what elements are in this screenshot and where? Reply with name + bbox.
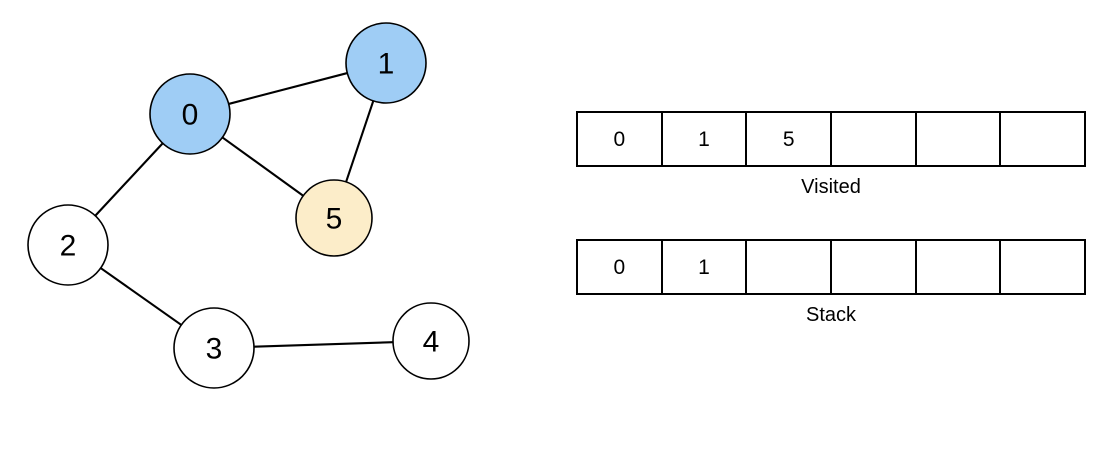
graph-edge-0-1 — [227, 72, 349, 105]
stack-cell-1[interactable]: 1 — [663, 241, 748, 293]
visited-cell-3[interactable] — [832, 113, 917, 165]
graph-edge-0-5 — [221, 136, 305, 197]
visited-cell-0[interactable]: 0 — [578, 113, 663, 165]
graph-edge-2-3 — [99, 267, 183, 326]
graph-node-0[interactable]: 0 — [149, 73, 231, 155]
graph-panel: 0 1 5 2 3 4 — [0, 0, 520, 450]
stack-array-caption: Stack — [805, 304, 857, 326]
graph-node-label-5: 5 — [326, 203, 343, 236]
graph-node-5[interactable]: 5 — [295, 179, 373, 257]
graph-canvas: 0 1 5 2 3 4 — [27, 22, 470, 389]
graph-node-4[interactable]: 4 — [392, 302, 470, 380]
graph-node-label-0: 0 — [182, 99, 199, 132]
graph-node-layer: 0 1 5 2 3 4 — [27, 22, 470, 389]
graph-node-circle-0[interactable] — [149, 73, 231, 155]
stack-cell-3[interactable] — [832, 241, 917, 293]
graph-node-label-1: 1 — [378, 48, 395, 81]
graph-node-1[interactable]: 1 — [345, 22, 427, 104]
graph-edge-0-2 — [94, 142, 164, 217]
visited-cell-4[interactable] — [917, 113, 1002, 165]
graph-node-2[interactable]: 2 — [27, 204, 109, 286]
visited-array-caption: Visited — [801, 176, 861, 198]
visited-cell-1[interactable]: 1 — [663, 113, 748, 165]
graph-node-label-2: 2 — [60, 230, 77, 263]
stack-cell-2[interactable] — [747, 241, 833, 293]
graph-edge-3-4 — [252, 341, 395, 348]
graph-node-circle-3[interactable] — [173, 307, 255, 389]
stack-cell-0[interactable]: 0 — [578, 241, 663, 293]
graph-node-circle-4[interactable] — [392, 302, 470, 380]
graph-node-label-4: 4 — [423, 326, 440, 359]
visited-cell-5[interactable] — [1001, 113, 1084, 165]
graph-node-label-3: 3 — [206, 333, 223, 366]
graph-edge-1-5 — [345, 99, 375, 184]
graph-node-circle-5[interactable] — [295, 179, 373, 257]
stack-cell-5[interactable] — [1001, 241, 1084, 293]
graph-node-circle-1[interactable] — [345, 22, 427, 104]
graph-node-3[interactable]: 3 — [173, 307, 255, 389]
graph-edge-layer — [94, 72, 395, 348]
stack-cell-4[interactable] — [917, 241, 1002, 293]
graph-node-circle-2[interactable] — [27, 204, 109, 286]
visited-cell-2[interactable]: 5 — [747, 113, 833, 165]
